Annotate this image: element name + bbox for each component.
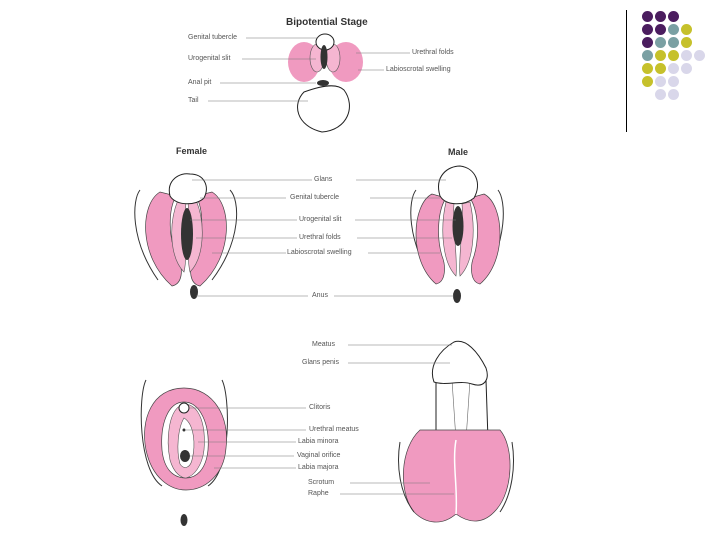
bipotential-anal-pit: [317, 80, 329, 86]
decor-dot: [655, 11, 666, 22]
scrotum: [403, 429, 511, 523]
raphe: [453, 439, 458, 515]
label-anal-pit: Anal pit: [188, 79, 212, 86]
decor-dot: [668, 63, 679, 74]
female-labioscrotal-left: [145, 191, 182, 287]
label-scrotum: Scrotum: [308, 479, 335, 486]
label-urethral-meatus: Urethral meatus: [309, 426, 359, 433]
decor-dot: [668, 50, 679, 61]
corner-divider: [626, 10, 627, 132]
label-tail: Tail: [188, 97, 199, 104]
bipotential-urogenital-slit: [320, 45, 328, 69]
decor-dot: [642, 24, 653, 35]
label-glans-penis: Glans penis: [302, 359, 339, 366]
male-middle-figure: [410, 165, 504, 303]
male-labioscrotal-left: [415, 193, 447, 285]
female-heading: Female: [176, 146, 208, 156]
decor-dot: [681, 50, 692, 61]
leader-lines: [186, 37, 456, 495]
decor-dot: [642, 63, 653, 74]
label-labia-majora: Labia majora: [298, 464, 339, 471]
label-urogenital-slit-bipotential: Urogenital slit: [188, 55, 231, 62]
clitoris: [178, 402, 190, 414]
decor-dot: [668, 37, 679, 48]
label-clitoris: Clitoris: [309, 404, 331, 411]
label-meatus: Meatus: [312, 341, 335, 348]
decor-dot: [668, 89, 679, 100]
male-urogenital-slit: [452, 206, 464, 246]
label-glans: Glans: [314, 176, 333, 183]
female-middle-figure: [134, 173, 238, 299]
decor-dot: [642, 76, 653, 87]
decor-dot: [681, 24, 692, 35]
male-anus: [453, 289, 461, 303]
decor-dot: [668, 76, 679, 87]
decor-dot: [655, 50, 666, 61]
bipotential-tail: [297, 85, 350, 133]
urethral-meatus-dot: [182, 428, 186, 432]
female-urogenital-slit: [181, 208, 193, 260]
decor-dot: [694, 50, 705, 61]
female-final-figure: [140, 379, 228, 526]
decor-dot: [668, 24, 679, 35]
decor-dot: [655, 63, 666, 74]
decor-dot: [655, 89, 666, 100]
label-urethral-folds-middle: Urethral folds: [299, 234, 341, 241]
decor-dot: [642, 37, 653, 48]
decor-dot: [655, 24, 666, 35]
female-final-anus: [180, 514, 188, 526]
label-vaginal-orifice: Vaginal orifice: [297, 452, 341, 459]
female-anus: [190, 285, 198, 299]
label-anus: Anus: [312, 292, 328, 299]
decor-dot: [681, 63, 692, 74]
male-glans: [438, 165, 478, 205]
decor-dot: [655, 37, 666, 48]
decor-dot: [642, 50, 653, 61]
decor-dot: [655, 76, 666, 87]
glans-penis: [432, 340, 488, 386]
label-genital-tubercle-bipotential: Genital tubercle: [188, 34, 238, 41]
diagram-title: Bipotential Stage: [286, 17, 368, 28]
male-labioscrotal-right: [469, 193, 501, 285]
label-urethral-folds-bipotential: Urethral folds: [412, 49, 454, 56]
label-labia-minora: Labia minora: [298, 438, 339, 445]
label-labioscrotal-swelling-middle: Labioscrotal swelling: [287, 249, 352, 256]
decor-dot: [642, 11, 653, 22]
decor-dot: [668, 11, 679, 22]
male-heading: Male: [448, 147, 469, 157]
label-genital-tubercle-middle: Genital tubercle: [290, 194, 340, 201]
bipotential-figure: [288, 33, 363, 133]
vaginal-orifice: [180, 450, 190, 462]
label-urogenital-slit-middle: Urogenital slit: [299, 216, 342, 223]
decor-dot: [681, 37, 692, 48]
male-final-figure: [398, 340, 514, 523]
female-glans: [168, 173, 207, 205]
label-raphe: Raphe: [308, 490, 329, 497]
label-labioscrotal-swelling-bipotential: Labioscrotal swelling: [386, 66, 451, 73]
